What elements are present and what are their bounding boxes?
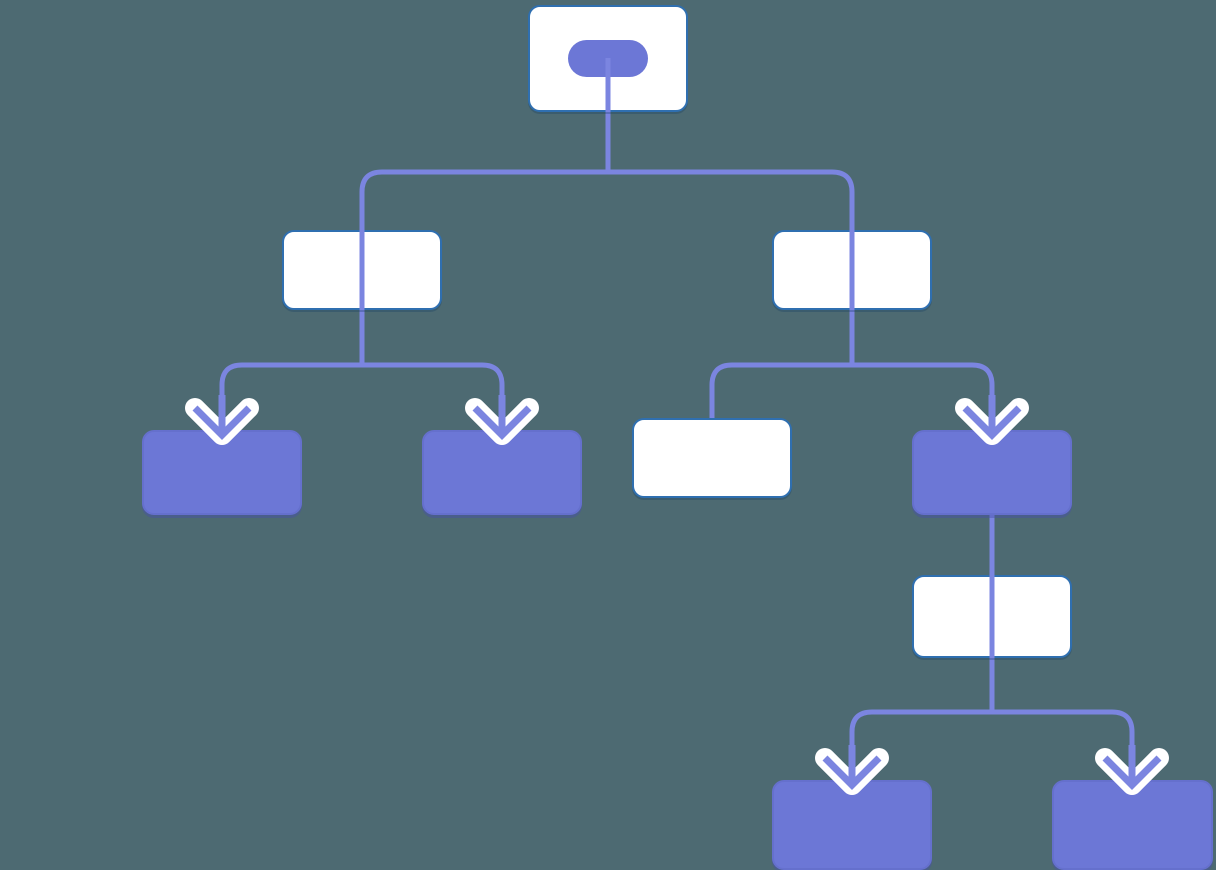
node-n-r4a[interactable] [772, 780, 932, 870]
node-n-r2b[interactable] [912, 430, 1072, 515]
node-n-r2a[interactable] [632, 418, 792, 498]
node-n-l1[interactable] [282, 230, 442, 310]
node-n-r3[interactable] [912, 575, 1072, 658]
node-n-r1[interactable] [772, 230, 932, 310]
node-n-l2a[interactable] [142, 430, 302, 515]
node-n-r4b[interactable] [1052, 780, 1213, 870]
node-n-l2b[interactable] [422, 430, 582, 515]
root-node-pill [568, 40, 648, 77]
